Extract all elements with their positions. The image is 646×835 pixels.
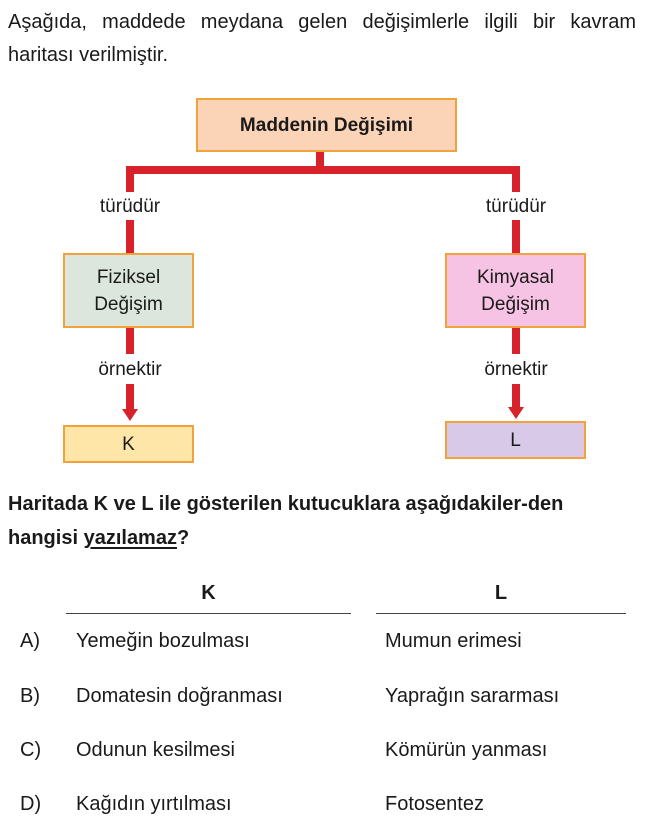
option-c[interactable]: C) Odunun kesilmesi Kömürün yanması: [0, 739, 646, 769]
question-text: Haritada K ve L ile gösterilen kutucukla…: [8, 487, 638, 555]
physical-change-line2: Değişim: [94, 293, 163, 315]
left-stem-to-box: [126, 220, 134, 254]
horizontal-bar: [126, 166, 520, 174]
column-header-l: L: [494, 582, 508, 604]
column-rule-k: [66, 613, 351, 614]
l-box-label: L: [510, 429, 521, 451]
question-underlined-word: yazılamaz: [83, 527, 177, 549]
right-arrow-head: [508, 407, 524, 419]
right-drop: [512, 166, 520, 192]
physical-change-box: Fiziksel Değişim: [63, 253, 194, 328]
right-example-label: örnektir: [482, 359, 550, 381]
left-arrow-head: [122, 409, 138, 421]
right-arrow-shaft: [512, 384, 520, 408]
chemical-change-label: Kimyasal Değişim: [477, 264, 554, 318]
option-l-value: Mumun erimesi: [385, 630, 522, 652]
left-arrow-shaft: [126, 384, 134, 410]
option-k-value: Odunun kesilmesi: [76, 739, 235, 761]
left-stem-below-box: [126, 328, 134, 354]
option-letter: D): [20, 793, 42, 815]
chemical-change-box: Kimyasal Değişim: [445, 253, 586, 328]
option-d[interactable]: D) Kağıdın yırtılması Fotosentez: [0, 793, 646, 823]
left-example-label: örnektir: [96, 359, 164, 381]
column-rule-l: [376, 613, 626, 614]
chemical-change-line2: Değişim: [481, 293, 550, 315]
option-letter: B): [20, 685, 40, 707]
question-mark: ?: [176, 527, 190, 549]
column-header-k: K: [201, 582, 216, 604]
k-box-label: K: [122, 433, 135, 455]
concept-map: türüdür türüdür örnektir örnektir Madden…: [63, 98, 586, 463]
intro-text: Aşağıda, maddede meydana gelen değişimle…: [8, 11, 636, 66]
option-k-value: Kağıdın yırtılması: [76, 793, 232, 815]
left-drop: [126, 166, 134, 192]
root-stem: [316, 149, 324, 171]
left-relation-label: türüdür: [97, 196, 163, 218]
physical-change-line1: Fiziksel: [96, 266, 161, 288]
option-l-value: Yaprağın sararması: [385, 685, 560, 707]
option-a[interactable]: A) Yemeğin bozulması Mumun erimesi: [0, 630, 646, 660]
root-box-label: Maddenin Değişimi: [239, 114, 414, 136]
chemical-change-line1: Kimyasal: [476, 266, 555, 288]
option-l-value: Kömürün yanması: [385, 739, 548, 761]
right-relation-label: türüdür: [483, 196, 549, 218]
option-letter: A): [20, 630, 40, 652]
option-k-value: Yemeğin bozulması: [76, 630, 250, 652]
l-box: L: [445, 421, 586, 459]
question-text-main: Haritada K ve L ile gösterilen kutucukla…: [8, 493, 564, 549]
option-l-value: Fotosentez: [385, 793, 484, 815]
physical-change-label: Fiziksel Değişim: [94, 264, 163, 318]
right-stem-below-box: [512, 328, 520, 354]
option-k-value: Domatesin doğranması: [76, 685, 283, 707]
option-b[interactable]: B) Domatesin doğranması Yaprağın sararma…: [0, 685, 646, 715]
option-letter: C): [20, 739, 42, 761]
root-box: Maddenin Değişimi: [196, 98, 457, 152]
right-stem-to-box: [512, 220, 520, 254]
k-box: K: [63, 425, 194, 463]
